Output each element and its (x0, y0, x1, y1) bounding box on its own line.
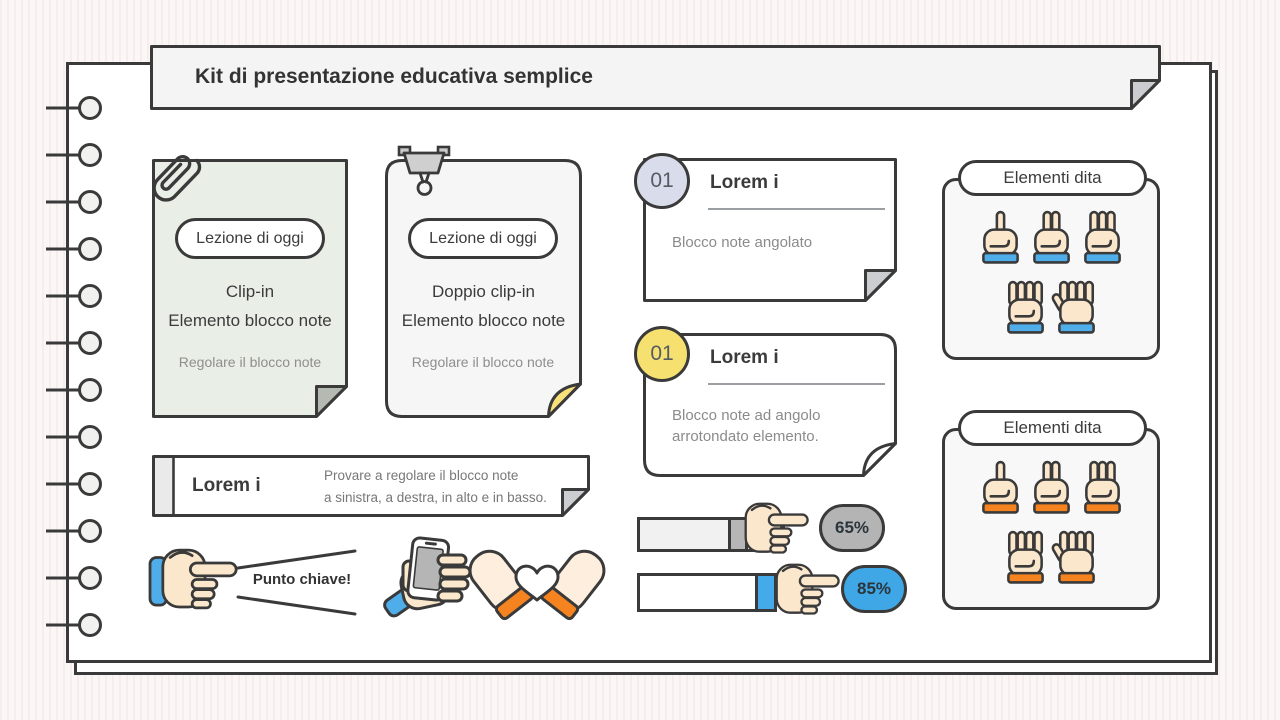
double-clip-note: Lezione di oggi Doppio clip-in Elemento … (385, 145, 582, 418)
ring (46, 613, 102, 637)
ring (46, 566, 102, 590)
angled-note: Lorem i Blocco note angolato (643, 158, 897, 302)
hand-2-fingers-icon (1032, 460, 1070, 514)
hand-3-fingers-icon (1083, 210, 1121, 264)
ring (46, 331, 102, 355)
hand-row (942, 279, 1160, 335)
divider (708, 383, 885, 385)
clip-note-title: Clip-in Elemento blocco note (152, 277, 348, 335)
angled-note-title: Lorem i (710, 172, 779, 193)
rounded-note-number: 01 (634, 326, 690, 382)
lesson-tag: Lezione di oggi (175, 218, 325, 259)
hand-row (942, 209, 1160, 265)
ring (46, 96, 102, 120)
paperclip-icon (152, 155, 202, 202)
clip-note-title-line2: Elemento blocco note (168, 311, 332, 330)
progress-value: 85% (856, 579, 892, 598)
finger-elements-box-2 (942, 428, 1160, 610)
adjust-banner: Lorem i Provare a regolare il blocco not… (152, 455, 590, 517)
hand-5-fingers-icon (1051, 530, 1095, 584)
hand-2-fingers-icon (1032, 210, 1070, 264)
double-clip-note-title-line1: Doppio clip-in (432, 282, 535, 301)
lesson-tag-label: Lezione di oggi (429, 229, 537, 247)
double-clip-note-subtitle: Regolare il blocco note (411, 354, 555, 370)
ring (46, 143, 102, 167)
hand-1-fingers-icon (981, 210, 1019, 264)
adjust-banner-body: Provare a regolare il blocco note a sini… (324, 465, 547, 509)
spiral-rings-icon (46, 96, 102, 637)
finger-elements-label-2: Elementi dita (958, 410, 1147, 446)
number-label: 01 (650, 342, 674, 365)
ring (46, 472, 102, 496)
adjust-banner-body-line2: a sinistra, a destra, in alto e in basso… (324, 490, 547, 505)
finger-elements-title: Elementi dita (1003, 418, 1102, 437)
ring (46, 378, 102, 402)
lesson-tag-label: Lezione di oggi (196, 229, 304, 247)
heart-icon (514, 564, 560, 602)
hand-3-fingers-icon (1083, 460, 1121, 514)
phone-hand-icon (383, 536, 472, 618)
finger-elements-title: Elementi dita (1003, 168, 1102, 187)
finger-elements-label-1: Elementi dita (958, 160, 1147, 196)
double-clip-note-title-line2: Elemento blocco note (401, 311, 566, 330)
number-label: 01 (650, 169, 674, 192)
heart-hands-icon (468, 549, 606, 621)
rounded-note: Lorem i Blocco note ad angolo arrotondat… (643, 333, 897, 477)
lesson-tag: Lezione di oggi (408, 218, 558, 259)
pointing-hand-icon (775, 563, 840, 615)
hand-4-fingers-icon (1007, 530, 1044, 584)
clip-note-subtitle: Regolare il blocco note (178, 354, 322, 370)
clip-note: Lezione di oggi Clip-in Elemento blocco … (152, 155, 348, 418)
key-point-label: Punto chiave! (252, 571, 352, 588)
ring (46, 284, 102, 308)
adjust-banner-body-line1: Provare a regolare il blocco note (324, 468, 519, 483)
rounded-note-title: Lorem i (710, 347, 779, 368)
hand-row (942, 459, 1160, 515)
callout-lines-icon (236, 549, 357, 616)
finger-hands-2 (942, 459, 1160, 585)
progress-bar-2-cuff (755, 573, 777, 612)
ring (46, 190, 102, 214)
double-clip-note-title: Doppio clip-in Elemento blocco note (385, 277, 582, 335)
progress-badge-65: 65% (819, 504, 885, 552)
ring (46, 519, 102, 543)
ring (46, 425, 102, 449)
rounded-note-body: Blocco note ad angolo arrotondato elemen… (672, 407, 821, 445)
hand-1-fingers-icon (981, 460, 1019, 514)
divider (708, 208, 885, 210)
hand-4-fingers-icon (1007, 280, 1044, 334)
hand-row (942, 529, 1160, 585)
angled-note-body: Blocco note angolato (672, 234, 813, 251)
finger-elements-box-1 (942, 178, 1160, 360)
clip-note-title-line1: Clip-in (225, 282, 275, 301)
pointing-hand-icon (148, 548, 238, 610)
page-title: Kit di presentazione educativa semplice (195, 64, 593, 88)
title-banner: Kit di presentazione educativa semplice (150, 45, 1161, 110)
progress-value: 65% (834, 518, 870, 537)
pointing-hand-icon (744, 502, 809, 554)
progress-badge-85: 85% (841, 565, 907, 613)
angled-note-number: 01 (634, 153, 690, 209)
adjust-banner-title: Lorem i (192, 475, 261, 496)
hand-5-fingers-icon (1051, 280, 1095, 334)
ring (46, 237, 102, 261)
binder-clip-icon (397, 145, 451, 196)
finger-hands-1 (942, 209, 1160, 335)
